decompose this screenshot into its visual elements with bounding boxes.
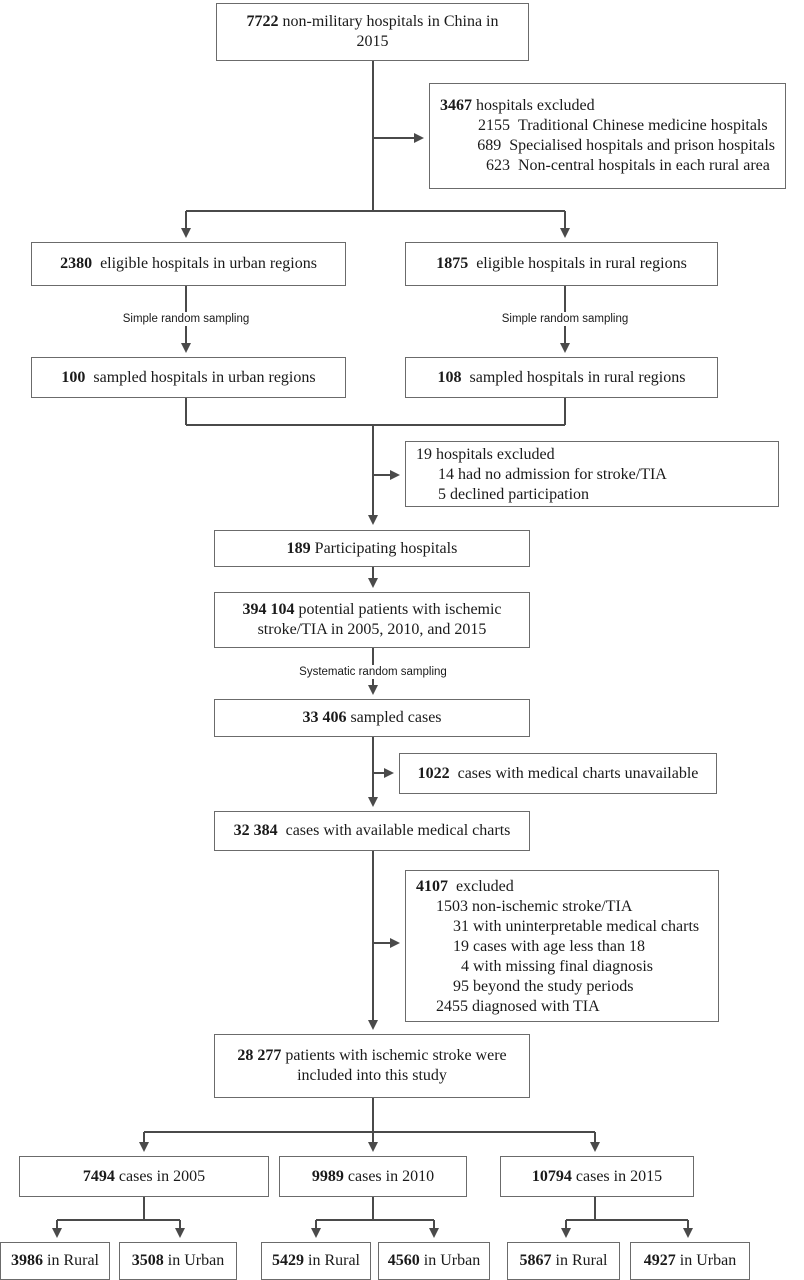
exclusion-reason: Specialised hospitals and prison hospita… bbox=[509, 137, 775, 154]
eligible-rural-box: 1875 eligible hospitals in rural regions bbox=[405, 242, 718, 286]
potential-count: 394 104 bbox=[242, 601, 295, 618]
excluded-hospitals-text: hospitals excluded bbox=[472, 97, 595, 114]
excluded-cases-count: 4107 bbox=[416, 878, 448, 895]
eligible-rural-text: eligible hospitals in rural regions bbox=[468, 255, 687, 272]
exclusion-reason: 4 with missing final diagnosis bbox=[461, 958, 653, 975]
participating-hospitals-box: 189 Participating hospitals bbox=[214, 530, 530, 567]
simple-random-sampling-label-urban: Simple random sampling bbox=[119, 312, 253, 326]
excluded-hospitals-count: 3467 bbox=[440, 97, 472, 114]
year-2015-text: cases in 2015 bbox=[571, 1167, 663, 1185]
rural-2010-box: 5429 in Rural bbox=[261, 1242, 371, 1280]
urban-2005-count: 3508 bbox=[131, 1252, 164, 1269]
included-text: patients with ischemic stroke were inclu… bbox=[281, 1047, 507, 1084]
rural-2010-count: 5429 bbox=[272, 1252, 304, 1269]
year-2015-box: 10794 cases in 2015 bbox=[500, 1156, 694, 1197]
urban-2010-count: 4560 bbox=[387, 1252, 420, 1269]
exclusion-count: 689 bbox=[477, 137, 502, 154]
sampled-urban-count: 100 bbox=[61, 368, 86, 386]
sampled-rural-count: 108 bbox=[437, 368, 462, 386]
rural-2005-text: in Rural bbox=[43, 1252, 99, 1269]
eligible-urban-box: 2380 eligible hospitals in urban regions bbox=[31, 242, 346, 286]
rural-2010-text: in Rural bbox=[304, 1252, 360, 1269]
exclusion-reason: 19 cases with age less than 18 bbox=[453, 938, 645, 955]
included-patients-box: 28 277 patients with ischemic stroke wer… bbox=[214, 1034, 530, 1098]
available-text: cases with available medical charts bbox=[277, 822, 511, 839]
sampled-cases-text: sampled cases bbox=[346, 709, 442, 726]
exclusion-reason: 5 declined participation bbox=[438, 486, 590, 503]
hospitals-excluded-2-box: 19 hospitals excluded 14 had no admissio… bbox=[405, 441, 779, 507]
sampled-urban-box: 100 sampled hospitals in urban regions bbox=[31, 357, 346, 398]
sampled-cases-count: 33 406 bbox=[302, 709, 347, 726]
participating-text: Participating hospitals bbox=[310, 539, 458, 557]
unavailable-count: 1022 bbox=[417, 764, 450, 782]
year-2010-text: cases in 2010 bbox=[343, 1167, 435, 1185]
unavailable-text: cases with medical charts unavailable bbox=[449, 764, 699, 782]
exclusion-count: 623 bbox=[486, 157, 510, 174]
total-hospitals-text: non-military hospitals in China in 2015 bbox=[278, 13, 499, 50]
urban-2005-text: in Urban bbox=[163, 1252, 225, 1269]
available-count: 32 384 bbox=[233, 822, 278, 839]
exclusion-reason: 95 beyond the study periods bbox=[453, 978, 634, 995]
year-2005-text: cases in 2005 bbox=[114, 1167, 206, 1185]
exclusion-reason: 31 with uninterpretable medical charts bbox=[453, 918, 700, 935]
exclusion-count: 2155 bbox=[478, 117, 510, 134]
potential-patients-box: 394 104 potential patients with ischemic… bbox=[214, 592, 530, 648]
urban-2015-box: 4927 in Urban bbox=[630, 1242, 750, 1280]
year-2015-count: 10794 bbox=[531, 1167, 572, 1185]
cases-excluded-box: 4107 excluded 1503 non-ischemic stroke/T… bbox=[405, 870, 719, 1022]
year-2010-box: 9989 cases in 2010 bbox=[279, 1156, 467, 1197]
sampled-urban-text: sampled hospitals in urban regions bbox=[85, 368, 316, 386]
charts-available-box: 32 384 cases with available medical char… bbox=[214, 811, 530, 851]
total-hospitals-count: 7722 bbox=[246, 13, 279, 30]
sampled-cases-box: 33 406 sampled cases bbox=[214, 699, 530, 737]
exclusion-reason: 1503 non-ischemic stroke/TIA bbox=[436, 898, 633, 915]
year-2005-box: 7494 cases in 2005 bbox=[19, 1156, 269, 1197]
exclusion-reason: 14 had no admission for stroke/TIA bbox=[438, 466, 667, 483]
eligible-urban-count: 2380 bbox=[60, 255, 93, 272]
included-count: 28 277 bbox=[237, 1047, 282, 1064]
systematic-random-sampling-label: Systematic random sampling bbox=[296, 665, 450, 679]
year-2010-count: 9989 bbox=[311, 1167, 344, 1185]
rural-2015-text: in Rural bbox=[551, 1252, 608, 1269]
urban-2010-text: in Urban bbox=[419, 1252, 481, 1269]
total-hospitals-box: 7722 non-military hospitals in China in … bbox=[216, 3, 529, 61]
urban-2010-box: 4560 in Urban bbox=[378, 1242, 490, 1280]
charts-unavailable-box: 1022 cases with medical charts unavailab… bbox=[399, 753, 717, 794]
sampled-rural-box: 108 sampled hospitals in rural regions bbox=[405, 357, 718, 398]
year-2005-count: 7494 bbox=[82, 1167, 115, 1185]
sampled-rural-text: sampled hospitals in rural regions bbox=[461, 368, 686, 386]
hospitals-excluded-box: 3467 hospitals excluded 2155 Traditional… bbox=[429, 83, 786, 189]
potential-text: potential patients with ischemic stroke/… bbox=[257, 601, 502, 638]
exclusion-reason: Non-central hospitals in each rural area bbox=[518, 157, 770, 174]
rural-2015-box: 5867 in Rural bbox=[507, 1242, 620, 1280]
simple-random-sampling-label-rural: Simple random sampling bbox=[498, 312, 632, 326]
rural-2005-count: 3986 bbox=[11, 1252, 43, 1269]
rural-2015-count: 5867 bbox=[519, 1252, 552, 1269]
eligible-urban-text: eligible hospitals in urban regions bbox=[92, 255, 317, 272]
rural-2005-box: 3986 in Rural bbox=[0, 1242, 110, 1280]
urban-2015-text: in Urban bbox=[675, 1252, 737, 1269]
participating-count: 189 bbox=[286, 539, 311, 557]
excluded-cases-text: excluded bbox=[448, 878, 514, 895]
exclusion-reason: 2455 diagnosed with TIA bbox=[436, 998, 600, 1015]
excluded-2-header: 19 hospitals excluded bbox=[416, 446, 555, 463]
exclusion-reason: Traditional Chinese medicine hospitals bbox=[518, 117, 768, 134]
eligible-rural-count: 1875 bbox=[436, 255, 469, 272]
urban-2015-count: 4927 bbox=[643, 1252, 676, 1269]
urban-2005-box: 3508 in Urban bbox=[119, 1242, 237, 1280]
